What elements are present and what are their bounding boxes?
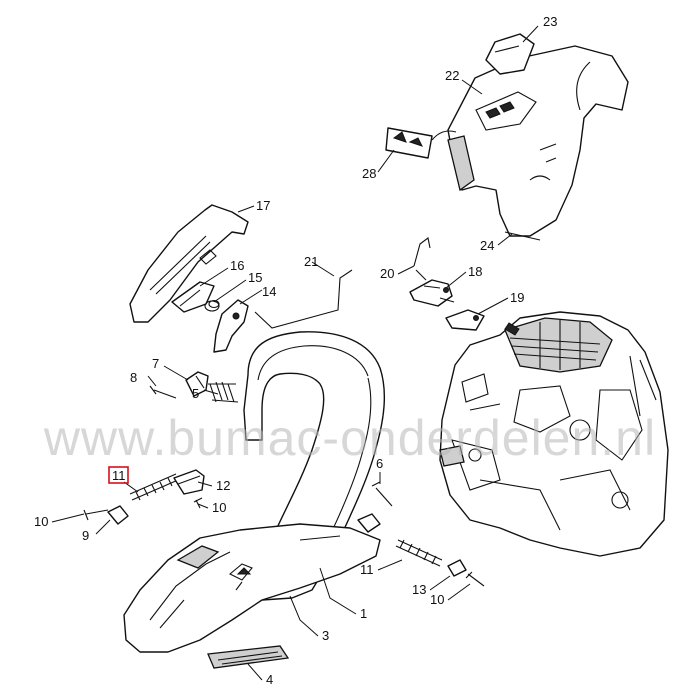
screw-10-b (193, 497, 203, 509)
callout-14: 14 (262, 284, 276, 299)
pin (504, 231, 541, 241)
watermark-text: www.bumac-onderdelen.nl (43, 410, 656, 466)
callout-10-right: 10 (430, 592, 444, 607)
callout-11-highlighted: 11 (112, 468, 126, 483)
av-spring-lower-left (129, 473, 179, 501)
throttle-lockout (171, 281, 215, 313)
callout-3: 3 (322, 628, 329, 643)
callout-21: 21 (304, 254, 318, 269)
av-spring-lower-right (395, 539, 443, 567)
choke-rod (445, 309, 485, 331)
callout-16: 16 (230, 258, 244, 273)
callout-18: 18 (468, 264, 482, 279)
callout-17: 17 (256, 198, 270, 213)
callout-8: 8 (130, 370, 137, 385)
callout-24: 24 (480, 238, 494, 253)
choke-lever (413, 237, 431, 281)
handle-decal (207, 645, 290, 669)
choke-shaft (409, 279, 455, 307)
callout-28: 28 (362, 166, 376, 181)
callout-12: 12 (216, 478, 230, 493)
highlight-box (108, 466, 129, 484)
callout-20: 20 (380, 266, 394, 281)
screw-8 (149, 385, 177, 399)
shroud-cover (447, 45, 629, 237)
av-plug-13 (447, 559, 467, 577)
shroud-knob (485, 33, 535, 75)
throttle-trigger (213, 299, 249, 353)
callout-23: 23 (543, 14, 557, 29)
callout-10-left: 10 (34, 514, 48, 529)
callout-4: 4 (266, 672, 273, 687)
callout-19: 19 (510, 290, 524, 305)
callout-13: 13 (412, 582, 426, 597)
torsion-spring (204, 299, 220, 312)
av-buffer-rear (357, 513, 381, 533)
callout-9: 9 (82, 528, 89, 543)
callout-7: 7 (152, 356, 159, 371)
av-mount-upper (185, 371, 209, 397)
engine-block (439, 311, 669, 557)
warning-decal (385, 127, 457, 159)
callout-labels: 23 22 28 24 17 16 15 14 21 20 18 19 7 8 … (34, 14, 557, 687)
callout-5: 5 (192, 386, 199, 401)
screw-10-a (83, 509, 109, 521)
callout-22: 22 (445, 68, 459, 83)
callout-11-lower: 11 (360, 562, 374, 577)
rear-handle-top (129, 204, 249, 323)
leader-lines (51, 25, 539, 681)
av-plug-9 (107, 505, 129, 525)
callout-1: 1 (360, 606, 367, 621)
throttle-rod (254, 269, 353, 329)
callout-10-mid: 10 (212, 500, 226, 515)
callout-6: 6 (376, 456, 383, 471)
handle-housing (123, 523, 381, 653)
callout-15: 15 (248, 270, 262, 285)
screw-10-c (465, 571, 485, 587)
screw-6 (371, 481, 393, 507)
